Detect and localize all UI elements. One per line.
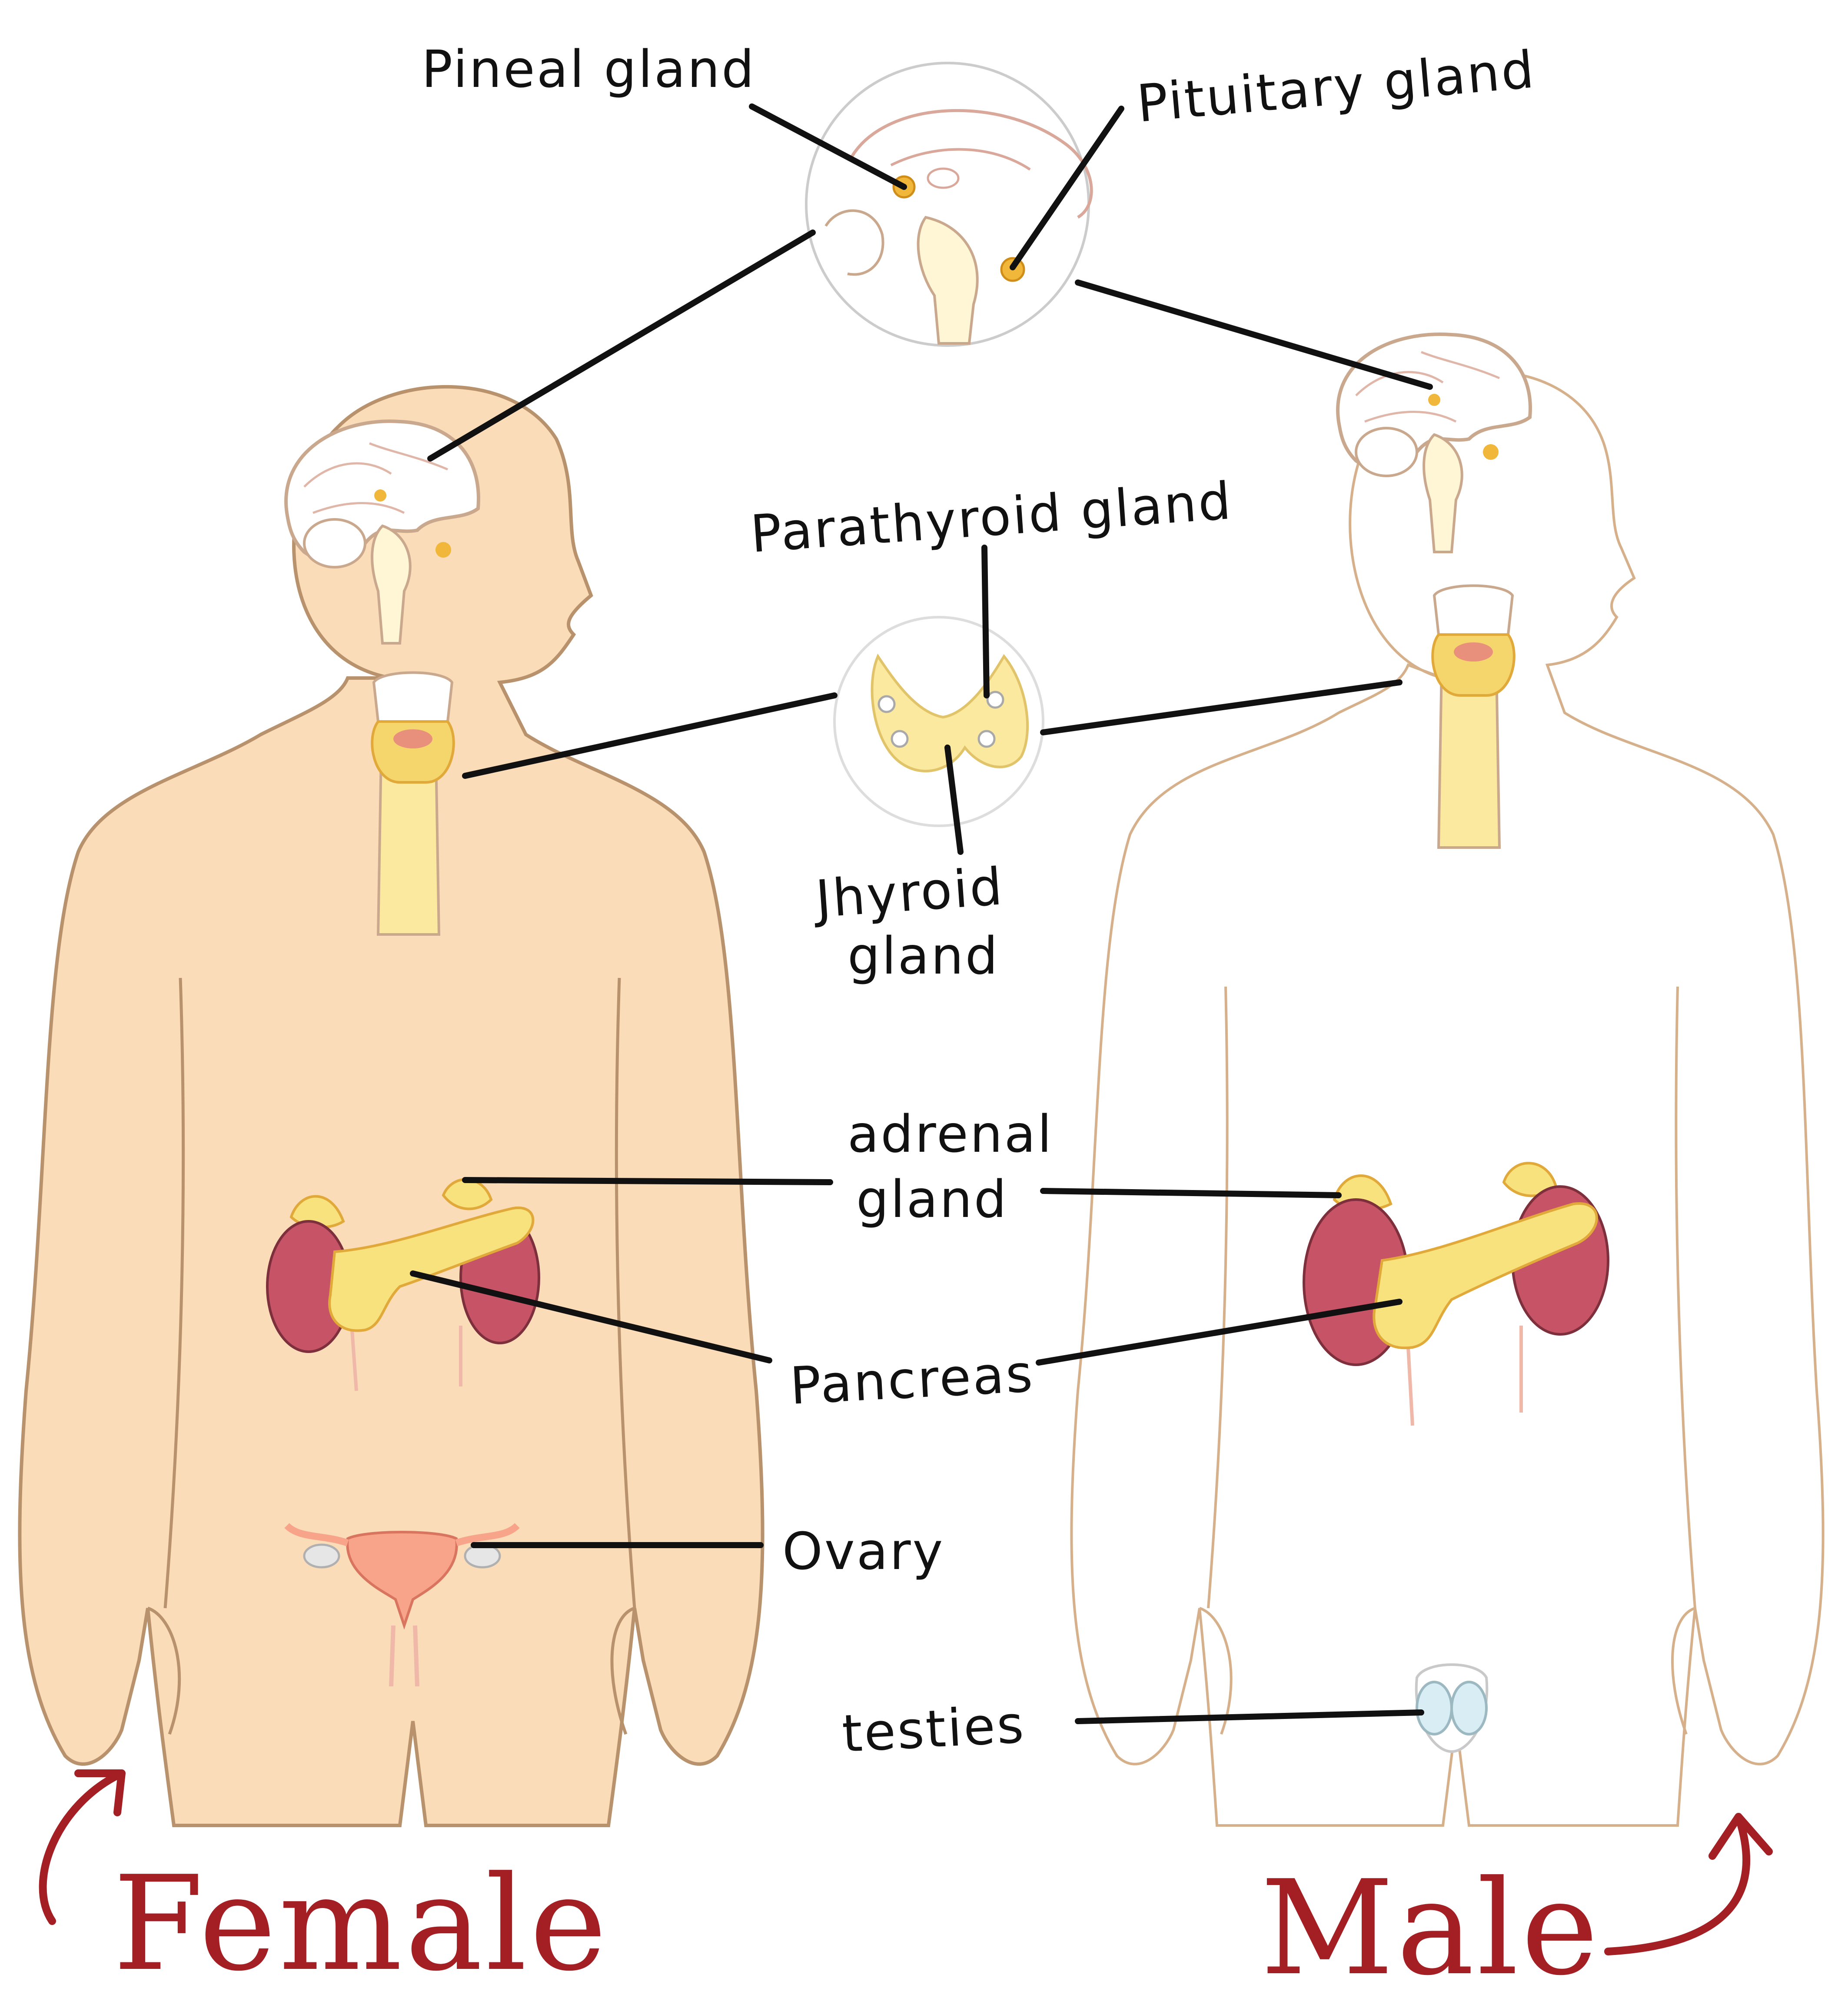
- adrenal-to-male-leader: [1043, 1191, 1339, 1195]
- female-thyroid-center: [393, 729, 432, 748]
- female-larynx: [374, 673, 452, 722]
- female-pituitary-dot: [435, 542, 451, 558]
- female-pineal-dot: [374, 489, 386, 502]
- brain-to-female-leader: [430, 233, 813, 459]
- pineal-gland-label: Pineal gland: [422, 39, 756, 99]
- adrenal-label-line2: gland: [856, 1169, 1008, 1229]
- brain-inset: [806, 63, 1091, 346]
- male-cerebellum: [1356, 428, 1417, 476]
- male-left-testis: [1417, 1682, 1452, 1734]
- parathyroid-icon-2: [892, 731, 907, 747]
- female-cerebellum: [304, 519, 365, 567]
- male-title: Male: [1260, 1852, 1601, 2004]
- thyroid-label-line2: gland: [848, 926, 1000, 986]
- parathyroid-icon-3: [987, 692, 1003, 708]
- pituitary-gland-label: Pituitary gland: [1134, 39, 1538, 134]
- adrenal-label-line1: adrenal: [848, 1104, 1054, 1164]
- male-right-testis: [1452, 1682, 1486, 1734]
- male-arrow: [1608, 1817, 1769, 1951]
- parathyroid-icon-1: [879, 696, 894, 712]
- male-thyroid-center: [1454, 642, 1493, 662]
- adrenal-to-female-leader: [465, 1180, 830, 1182]
- male-figure: [1071, 334, 1823, 1825]
- male-pituitary-dot: [1483, 444, 1499, 460]
- parathyroid-leader: [984, 548, 987, 695]
- testes-label: testies: [841, 1694, 1027, 1764]
- thyroid-inset: [834, 617, 1043, 826]
- parathyroid-gland-label: Parathyroid gland: [748, 471, 1234, 564]
- male-larynx: [1434, 586, 1512, 635]
- brain-inset-ventricle: [928, 169, 958, 188]
- parathyroid-icon-4: [979, 731, 994, 747]
- male-pineal-dot: [1428, 394, 1440, 406]
- thyroid-label-line1: Jhyroid: [811, 856, 1006, 929]
- brain-to-male-leader: [1078, 283, 1430, 387]
- female-arrow: [43, 1773, 122, 1921]
- female-figure: [20, 387, 762, 1825]
- ovary-label: Ovary: [782, 1521, 944, 1581]
- female-left-ovary: [304, 1545, 339, 1567]
- pancreas-label: Pancreas: [788, 1343, 1036, 1416]
- female-title: Female: [113, 1848, 609, 2000]
